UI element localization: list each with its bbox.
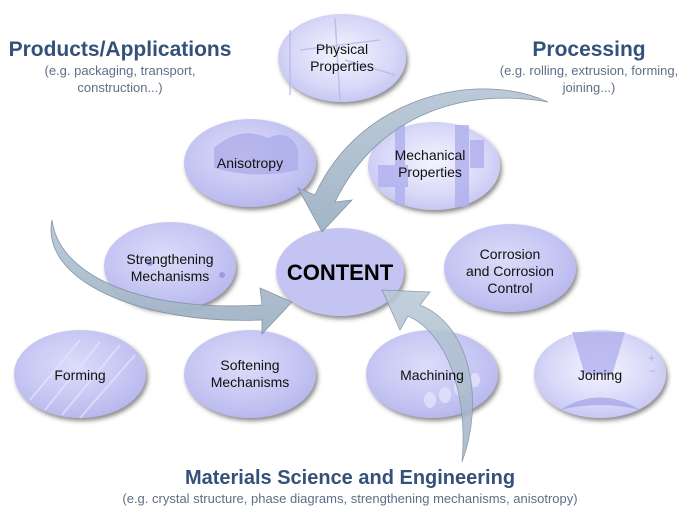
node-corrosion [444, 224, 576, 312]
heading-subtitle: (e.g. rolling, extrusion, forming, [499, 63, 679, 78]
heading-materials-science: Materials Science and Engineering (e.g. … [60, 466, 640, 507]
arrow-mse-to-content [381, 289, 473, 463]
heading-subtitle: construction...) [77, 80, 163, 95]
node-anisotropy [184, 119, 316, 207]
heading-processing: Processing (e.g. rolling, extrusion, for… [480, 38, 698, 96]
heading-products-applications: Products/Applications (e.g. packaging, t… [0, 38, 240, 96]
heading-title: Products/Applications [8, 38, 232, 61]
node-physical-properties [278, 14, 406, 102]
svg-text:+: + [648, 351, 655, 365]
node-mechanical-properties [368, 122, 500, 210]
node-machining [366, 330, 498, 418]
heading-title: Materials Science and Engineering [184, 467, 516, 489]
heading-title: Processing [532, 38, 646, 61]
node-joining: + − [534, 330, 666, 418]
center-node [276, 228, 404, 316]
arrow-products-to-content [50, 219, 293, 336]
heading-subtitle: joining...) [562, 80, 616, 95]
heading-subtitle: (e.g. crystal structure, phase diagrams,… [122, 491, 578, 506]
arrow-processing-to-content [297, 88, 549, 233]
node-forming [14, 330, 146, 419]
heading-subtitle: (e.g. packaging, transport, [44, 63, 196, 78]
node-softening-mechanisms [184, 330, 316, 418]
svg-text:−: − [649, 364, 656, 378]
